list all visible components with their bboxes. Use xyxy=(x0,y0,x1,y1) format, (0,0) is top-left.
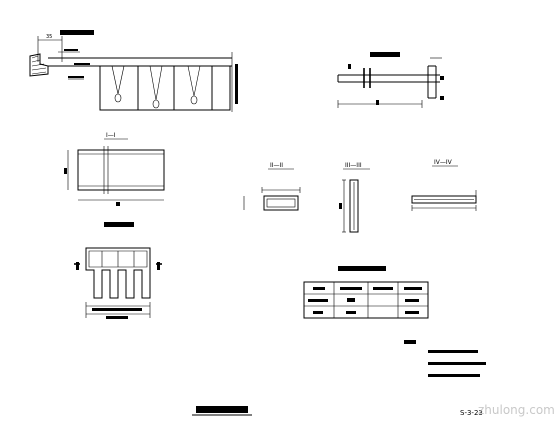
notes xyxy=(404,340,486,377)
drain-pipe-elevation xyxy=(337,52,444,108)
deck-cross-section: 35 xyxy=(29,30,238,112)
material-table xyxy=(303,266,429,319)
grate-plan xyxy=(74,222,162,319)
section-IV: IV—IV xyxy=(411,159,477,211)
section-label-II: II—II xyxy=(270,162,283,169)
section-label-III: III—III xyxy=(345,162,362,169)
table-title xyxy=(338,266,386,271)
drawing-number: S-3-23 xyxy=(460,409,483,417)
view-title-grate xyxy=(104,222,134,227)
section-I: I—I xyxy=(64,132,165,206)
view-title-deck xyxy=(60,30,94,35)
section-III: III—III xyxy=(339,162,370,233)
dim-top-width: 35 xyxy=(46,34,52,40)
watermark: zhulong.com xyxy=(478,403,555,417)
view-title-drain xyxy=(370,52,400,57)
section-label-I: I—I xyxy=(106,132,116,139)
drawing-title xyxy=(196,406,248,413)
table-frame xyxy=(303,281,429,319)
section-label-IV: IV—IV xyxy=(434,159,453,166)
section-II: II—II xyxy=(243,162,301,211)
